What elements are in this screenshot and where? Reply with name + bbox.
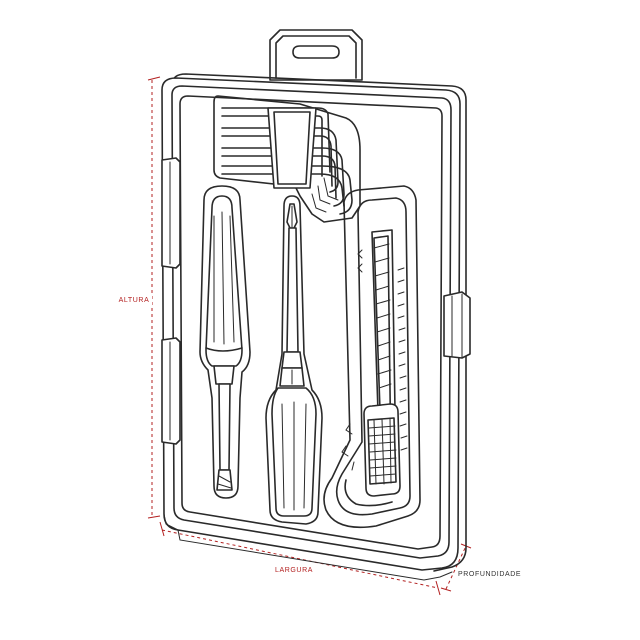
flat-screwdriver-icon xyxy=(199,185,251,499)
left-hinge-top xyxy=(161,157,181,269)
largura-dimension: LARGURA xyxy=(159,521,441,596)
altura-dimension: ALTURA xyxy=(116,76,161,519)
right-latch xyxy=(443,291,471,359)
phillips-screwdriver-icon xyxy=(265,195,323,525)
largura-label: LARGURA xyxy=(275,567,313,574)
hex-key-set-icon xyxy=(213,95,361,223)
profundidade-label: PROFUNDIDADE xyxy=(458,571,521,578)
hang-tab-icon xyxy=(269,29,363,81)
left-hinge-bottom xyxy=(161,337,181,445)
utility-knife-icon xyxy=(323,185,421,529)
altura-label: ALTURA xyxy=(119,297,150,304)
